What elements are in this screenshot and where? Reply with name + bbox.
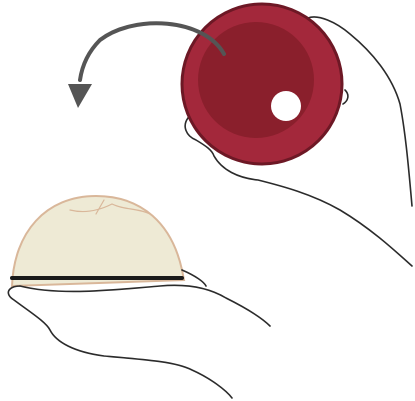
red-cup-highlight bbox=[271, 91, 301, 121]
hand-holding-dome-icon bbox=[8, 196, 270, 398]
lower-hand-outline bbox=[8, 270, 270, 398]
rotation-arrow-head bbox=[68, 84, 92, 108]
red-cup-inner bbox=[198, 22, 314, 138]
